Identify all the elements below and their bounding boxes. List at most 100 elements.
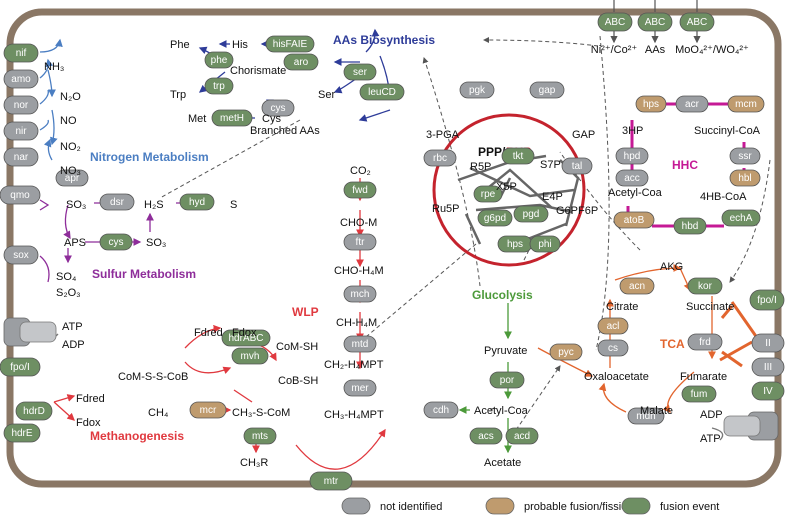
protein-kor[interactable]: kor	[687, 277, 723, 295]
species-methanogenesis-species-9: Fdox	[76, 417, 101, 429]
protein-tal[interactable]: tal	[561, 157, 593, 175]
species-wlp-species-0: CO₂	[350, 165, 371, 177]
protein-cdh[interactable]: cdh	[423, 401, 459, 419]
protein-ser[interactable]: ser	[343, 63, 377, 81]
species-aa-species-2: Chorismate	[230, 65, 286, 77]
protein-label: mch	[351, 289, 370, 300]
protein-pyc[interactable]: pyc	[549, 343, 583, 361]
protein-acd[interactable]: acd	[505, 427, 539, 445]
protein-nir[interactable]: nir	[3, 121, 39, 141]
protein-mcm[interactable]: mcm	[727, 95, 765, 113]
protein-phe[interactable]: phe	[204, 51, 234, 69]
protein-label: dsr	[110, 197, 125, 208]
protein-hbl[interactable]: hbl	[729, 169, 761, 187]
protein-pill-shape	[343, 233, 377, 251]
protein-hisfaie[interactable]: hisFAIE	[265, 35, 315, 53]
legend-item-probable: probable fusion/fission	[485, 497, 633, 515]
protein-ftr[interactable]: ftr	[343, 233, 377, 251]
protein-frd[interactable]: frd	[687, 333, 723, 351]
protein-sox[interactable]: sox	[3, 245, 39, 265]
protein-trp[interactable]: trp	[204, 77, 234, 95]
protein-hdrabc[interactable]: hdrABC	[221, 329, 271, 347]
protein-dsr[interactable]: dsr	[99, 193, 135, 211]
protein-mts[interactable]: mts	[243, 427, 277, 445]
species-transport-1-substrate: AAs	[645, 44, 666, 56]
protein-pgd[interactable]: pgd	[513, 205, 549, 223]
protein-nif[interactable]: nif	[3, 43, 39, 63]
protein-pill-shape	[673, 217, 707, 235]
protein-nor[interactable]: nor	[3, 95, 39, 115]
species-energy-species-1: ADP	[62, 339, 85, 351]
protein-leucd[interactable]: leuCD	[359, 83, 405, 101]
species-tca-species-0: AKG	[660, 261, 683, 273]
protein-atob[interactable]: atoB	[613, 211, 655, 229]
legend-label: fusion event	[660, 501, 719, 513]
species-tca-species-1: Citrate	[606, 301, 638, 313]
protein-hps[interactable]: hps	[497, 235, 533, 253]
protein-acr[interactable]: acr	[675, 95, 709, 113]
protein-label: g6pd	[484, 213, 506, 224]
protein-abc[interactable]: ABC	[679, 12, 715, 32]
protein-acn[interactable]: acn	[619, 277, 655, 295]
protein-hyd[interactable]: hyd	[179, 193, 215, 211]
protein-mcr[interactable]: mcr	[189, 401, 227, 419]
protein-mch[interactable]: mch	[343, 285, 377, 303]
protein-pill-shape	[615, 147, 649, 165]
species-glycolysis-species-1: Acetyl-Coa	[474, 405, 529, 417]
protein-label: cdh	[433, 405, 449, 416]
protein-rpe[interactable]: rpe	[473, 185, 503, 203]
protein-fum[interactable]: fum	[681, 385, 717, 403]
protein-fpo-i[interactable]: fpo/I	[749, 289, 785, 311]
species-hhc-species-3: 4HB-CoA	[700, 191, 747, 203]
protein-label: IV	[763, 386, 773, 397]
protein-echa[interactable]: echA	[721, 209, 761, 227]
protein-hps[interactable]: hps	[635, 95, 667, 113]
atp-synthase-right	[723, 411, 779, 441]
protein-gap[interactable]: gap	[529, 81, 565, 99]
protein-hdrd[interactable]: hdrD	[15, 401, 53, 421]
protein-ii[interactable]: II	[751, 333, 785, 353]
protein-acc[interactable]: acc	[615, 169, 649, 187]
protein-nar[interactable]: nar	[3, 147, 39, 167]
protein-cys[interactable]: cys	[99, 233, 133, 251]
legend-label: probable fusion/fission	[524, 501, 633, 513]
protein-pgk[interactable]: pgk	[459, 81, 495, 99]
protein-fpo-i[interactable]: fpo/I	[0, 357, 41, 377]
protein-g6pd[interactable]: g6pd	[477, 209, 513, 227]
protein-iii[interactable]: III	[751, 357, 785, 377]
protein-label: fwd	[352, 185, 368, 196]
protein-meth[interactable]: metH	[211, 109, 253, 127]
protein-hbd[interactable]: hbd	[673, 217, 707, 235]
protein-acl[interactable]: acl	[597, 317, 629, 335]
protein-acs[interactable]: acs	[469, 427, 503, 445]
protein-ssr[interactable]: ssr	[729, 147, 761, 165]
protein-mer[interactable]: mer	[343, 379, 377, 397]
protein-label: por	[500, 375, 515, 386]
protein-hpd[interactable]: hpd	[615, 147, 649, 165]
protein-cs[interactable]: cs	[597, 339, 629, 357]
protein-pill-shape	[597, 12, 633, 32]
protein-aro[interactable]: aro	[283, 53, 319, 71]
protein-mdh[interactable]: mdh	[627, 407, 665, 425]
protein-mtd[interactable]: mtd	[343, 335, 377, 353]
protein-pill-shape	[3, 147, 39, 167]
protein-mtr[interactable]: mtr	[309, 471, 353, 491]
protein-fwd[interactable]: fwd	[343, 181, 377, 199]
protein-label: pyc	[558, 347, 574, 358]
protein-cys[interactable]: cys	[261, 99, 295, 117]
protein-amo[interactable]: amo	[3, 69, 39, 89]
protein-label: rbc	[433, 153, 447, 164]
protein-por[interactable]: por	[489, 371, 525, 389]
protein-hdre[interactable]: hdrE	[3, 423, 41, 443]
protein-qmo[interactable]: qmo	[0, 185, 41, 205]
protein-phi[interactable]: phi	[529, 235, 561, 253]
protein-iv[interactable]: IV	[751, 381, 785, 401]
protein-apr[interactable]: apr	[55, 169, 89, 187]
protein-rbc[interactable]: rbc	[423, 149, 457, 167]
protein-mvh[interactable]: mvh	[231, 347, 269, 365]
protein-abc[interactable]: ABC	[637, 12, 673, 32]
protein-pill-shape	[343, 63, 377, 81]
protein-abc[interactable]: ABC	[597, 12, 633, 32]
protein-tkt[interactable]: tkt	[501, 147, 535, 165]
species-methanogenesis-species-8: Fdred	[76, 393, 105, 405]
